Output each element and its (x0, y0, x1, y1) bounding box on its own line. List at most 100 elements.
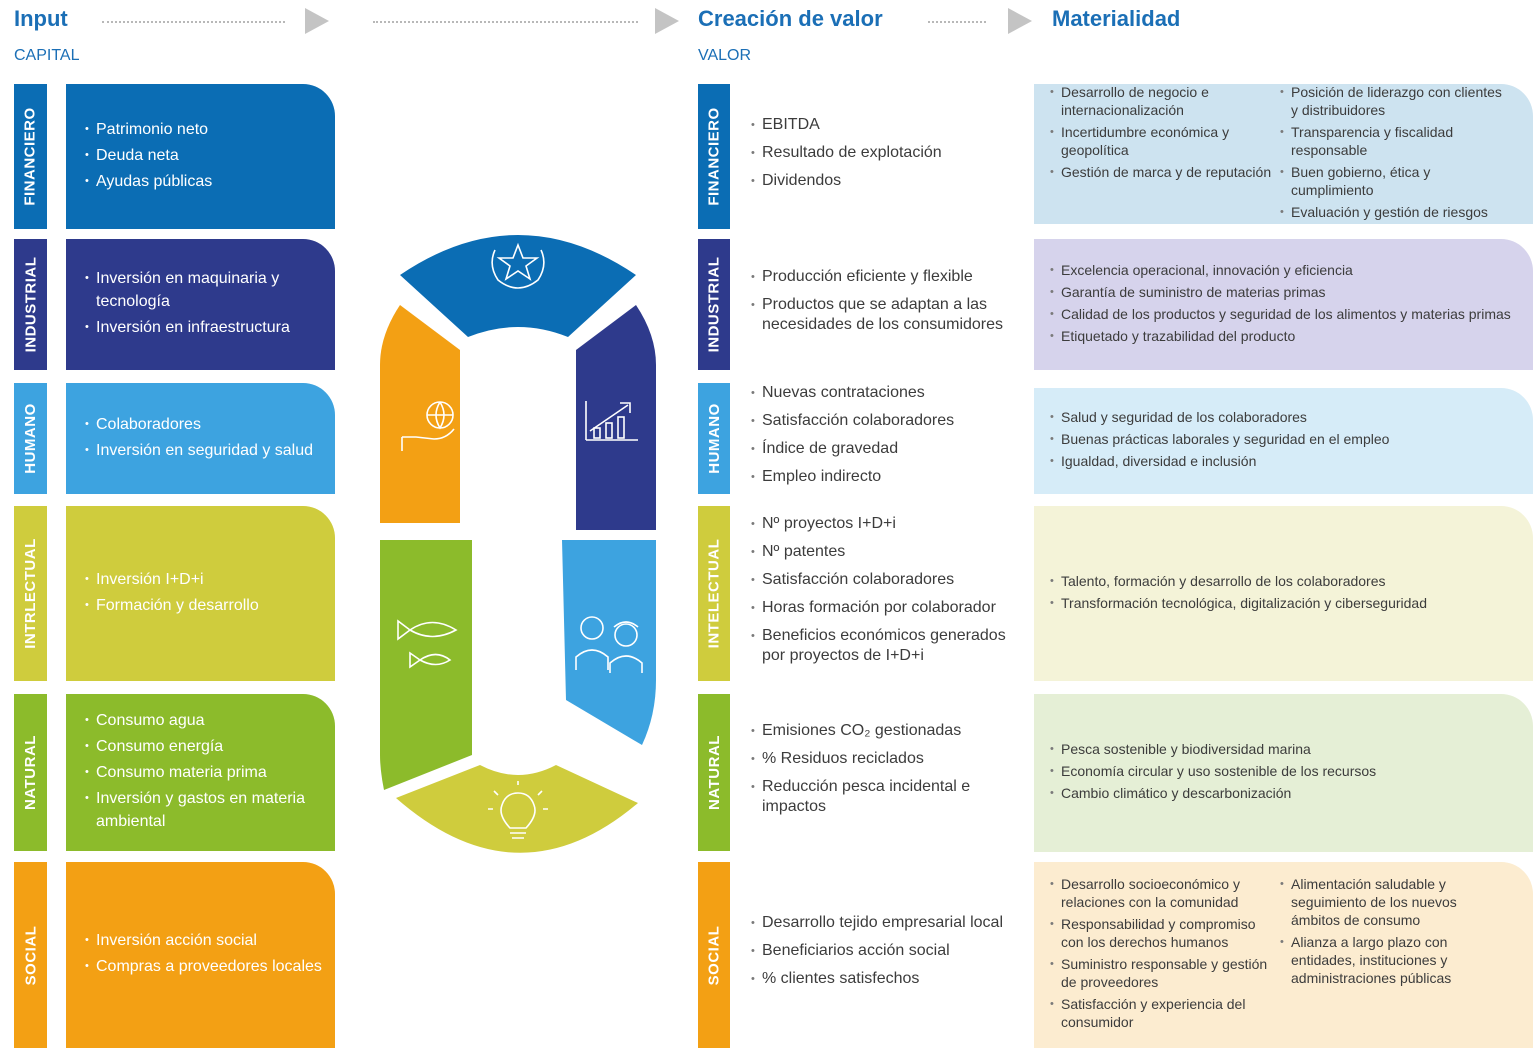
list-item: Transparencia y fiscalidad responsable (1280, 123, 1509, 159)
creacion-title: Creación de valor (698, 6, 883, 31)
cycle-segment-natural (380, 305, 460, 523)
list-item: Buen gobierno, ética y cumplimiento (1280, 163, 1509, 199)
materialidad-list: Alimentación saludable y seguimiento de … (1280, 875, 1521, 1035)
workers-icon (575, 616, 643, 673)
valor-label-text: INDUSTRIAL (705, 256, 723, 353)
capital-list: Consumo aguaConsumo energíaConsumo mater… (85, 709, 323, 836)
valor-label-social: SOCIAL (698, 862, 730, 1048)
growth-chart-icon (585, 401, 638, 441)
list-item: Desarrollo de negocio e internacionaliza… (1050, 83, 1279, 119)
capital-card-social: Inversión acción socialCompras a proveed… (66, 862, 335, 1048)
list-item: Evaluación y gestión de riesgos (1280, 203, 1509, 221)
list-item: Alimentación saludable y seguimiento de … (1280, 875, 1509, 929)
list-item: Empleo indirecto (751, 467, 1024, 487)
laurel-star-icon (491, 242, 545, 289)
capital-label-text: SOCIAL (22, 925, 40, 985)
dotted-connector (928, 21, 986, 23)
valor-label-industrial: INDUSTRIAL (698, 239, 730, 370)
cycle-segment-humano (562, 540, 656, 745)
list-item: Índice de gravedad (751, 439, 1024, 459)
list-item: Ayudas públicas (85, 170, 323, 193)
valor-label-text: FINANCIERO (705, 107, 723, 206)
materialidad-list: Pesca sostenible y biodiversidad marinaE… (1050, 740, 1376, 806)
list-item: Producción eficiente y flexible (751, 267, 1024, 287)
list-item: Satisfacción colaboradores (751, 570, 1024, 590)
chevron-right-icon (305, 8, 329, 34)
list-item: Inversión en infraestructura (85, 316, 323, 339)
dotted-connector (102, 21, 285, 23)
list-item: Inversión en seguridad y salud (85, 439, 323, 462)
list-item: Garantía de suministro de materias prima… (1050, 283, 1511, 301)
valor-subtitle: VALOR (698, 47, 752, 64)
list-item: Desarrollo tejido empresarial local (751, 913, 1024, 933)
materialidad-card-natural: Pesca sostenible y biodiversidad marinaE… (1034, 694, 1533, 852)
list-item: Resultado de explotación (751, 143, 1024, 163)
list-item: Reducción pesca incidental e impactos (751, 777, 1024, 817)
list-item: Etiquetado y trazabilidad del producto (1050, 327, 1511, 345)
materialidad-card-social: Desarrollo socioeconómico y relaciones c… (1034, 862, 1533, 1048)
cycle-segment-intelectual (380, 540, 472, 790)
capital-label-humano: HUMANO (14, 383, 47, 494)
list-item: Patrimonio neto (85, 118, 323, 141)
materialidad-list: Talento, formación y desarrollo de los c… (1050, 572, 1427, 616)
list-item: Suministro responsable y gestión de prov… (1050, 955, 1279, 991)
list-item: Inversión acción social (85, 929, 323, 952)
list-item: Nº patentes (751, 542, 1024, 562)
capital-list: Inversión I+D+iFormación y desarrollo (85, 568, 323, 620)
list-item: Productos que se adaptan a las necesidad… (751, 295, 1024, 335)
valor-list: Nº proyectos I+D+i Nº patentesSatisfacció… (751, 514, 1024, 674)
list-item: Incertidumbre económica y geopolítica (1050, 123, 1279, 159)
lightbulb-icon (488, 781, 548, 839)
valor-label-humano: HUMANO (698, 383, 730, 494)
valor-label-financiero: FINANCIERO (698, 84, 730, 229)
capital-label-text: NATURAL (22, 735, 39, 810)
list-item: Formación y desarrollo (85, 594, 323, 617)
cycle-segment-financiero (400, 235, 636, 337)
valor-label-text: HUMANO (705, 403, 723, 474)
materialidad-card-industrial: Excelencia operacional, innovación y efi… (1034, 239, 1533, 370)
valor-list: Nuevas contratacionesSatisfacción colabo… (751, 383, 1024, 495)
capital-card-industrial: Inversión en maquinaria y tecnologíaInve… (66, 239, 335, 370)
list-item: Economía circular y uso sostenible de lo… (1050, 762, 1376, 780)
list-item: Horas formación por colaborador (751, 598, 1024, 618)
list-item: Consumo materia prima (85, 761, 323, 784)
materialidad-card-financiero: Desarrollo de negocio e internacionaliza… (1034, 83, 1533, 225)
list-item: Calidad de los productos y seguridad de … (1050, 305, 1511, 323)
list-item: Consumo energía (85, 735, 323, 758)
list-item: Deuda neta (85, 144, 323, 167)
materialidad-two-columns: Desarrollo de negocio e internacionaliza… (1050, 83, 1521, 225)
materialidad-title: Materialidad (1052, 6, 1181, 31)
list-item: Nº proyectos I+D+i (751, 514, 1024, 534)
capital-label-text: INTRLECTUAL (22, 538, 39, 649)
globe-hand-icon (401, 401, 455, 451)
list-item: Emisiones CO₂ gestionadas (751, 721, 1024, 741)
list-item: Satisfacción colaboradores (751, 411, 1024, 431)
materialidad-card-humano: Salud y seguridad de los colaboradoresBu… (1034, 388, 1533, 494)
materialidad-list: Salud y seguridad de los colaboradoresBu… (1050, 408, 1389, 474)
valor-list-industrial: Producción eficiente y flexibleProductos… (751, 239, 1024, 370)
list-item: Cambio climático y descarbonización (1050, 784, 1376, 802)
materialidad-list: Desarrollo socioeconómico y relaciones c… (1050, 875, 1291, 1035)
list-item: Gestión de marca y de reputación (1050, 163, 1279, 181)
materialidad-card-intelectual: Talento, formación y desarrollo de los c… (1034, 506, 1533, 681)
cycle-segment-industrial (576, 305, 656, 530)
capital-list: Patrimonio netoDeuda netaAyudas públicas (85, 118, 323, 196)
list-item: Transformación tecnológica, digitalizaci… (1050, 594, 1427, 612)
list-item: Igualdad, diversidad e inclusión (1050, 452, 1389, 470)
list-item: Consumo agua (85, 709, 323, 732)
valor-label-text: INTELECTUAL (705, 538, 723, 649)
list-item: Inversión en maquinaria y tecnología (85, 267, 323, 313)
valor-list: EBITDAResultado de explotaciónDividendos (751, 115, 1024, 199)
capital-list: Inversión en maquinaria y tecnologíaInve… (85, 267, 323, 342)
list-item: Inversión I+D+i (85, 568, 323, 591)
capital-list: ColaboradoresInversión en seguridad y sa… (85, 413, 323, 465)
valor-label-natural: NATURAL (698, 694, 730, 851)
materialidad-list: Desarrollo de negocio e internacionaliza… (1050, 83, 1291, 225)
materialidad-list: Excelencia operacional, innovación y efi… (1050, 261, 1511, 349)
valor-list-natural: Emisiones CO₂ gestionadas% Residuos reci… (751, 694, 1024, 851)
list-item: Posición de liderazgo con clientes y dis… (1280, 83, 1509, 119)
fish-icon (397, 619, 458, 669)
capital-card-natural: Consumo aguaConsumo energíaConsumo mater… (66, 694, 335, 851)
valor-list-financiero: EBITDAResultado de explotaciónDividendos (751, 84, 1024, 229)
list-item: Beneficios económicos generados por proy… (751, 626, 1024, 666)
